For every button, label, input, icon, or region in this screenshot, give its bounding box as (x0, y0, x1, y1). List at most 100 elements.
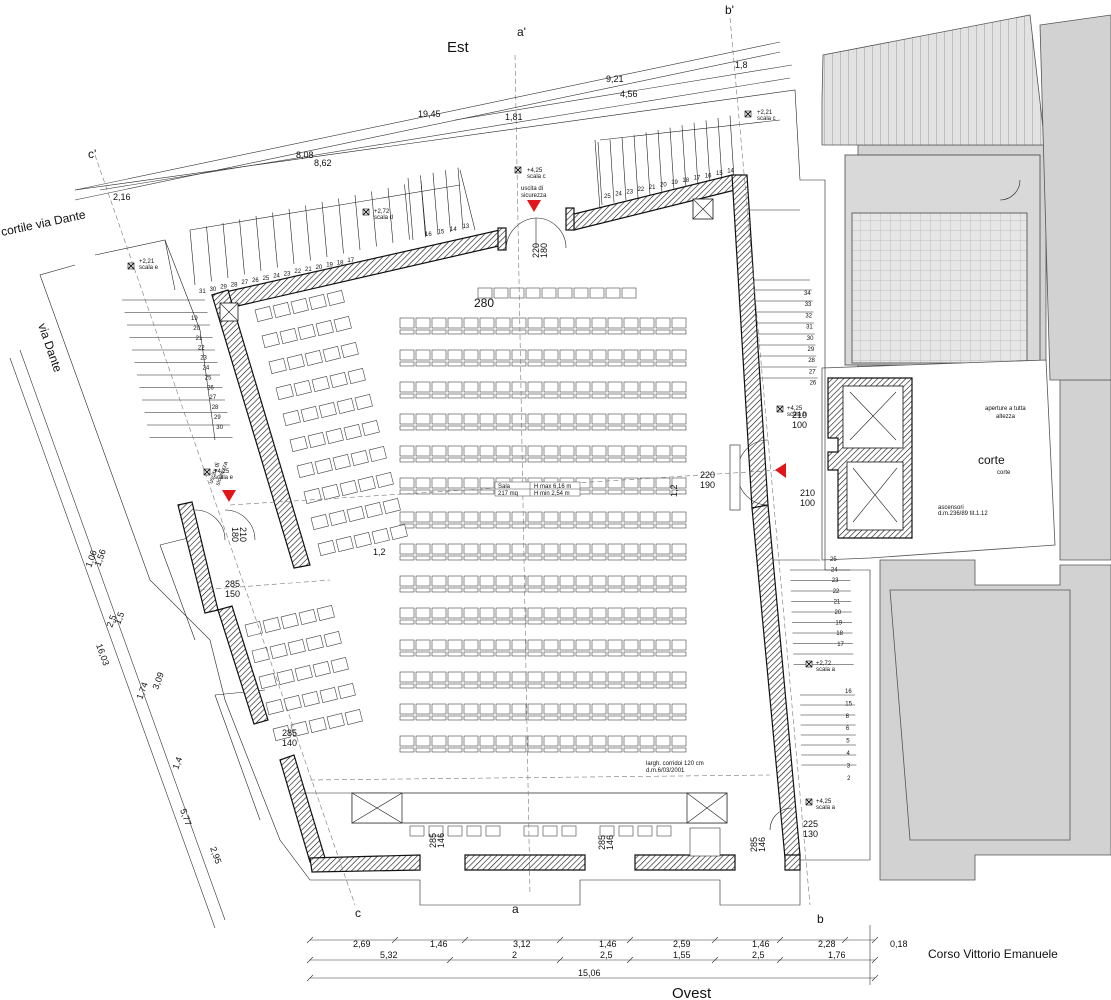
seat (655, 381, 671, 393)
stair-tread (645, 132, 651, 196)
seat (655, 477, 671, 489)
dim-left-5: 16,03 (94, 642, 111, 667)
stair-tread (693, 122, 699, 186)
seat (495, 349, 511, 361)
seat-row-lower-back (399, 683, 687, 689)
seat (463, 511, 479, 523)
seat (575, 413, 591, 425)
seat (399, 543, 415, 555)
seat (671, 317, 687, 329)
orientation-west: Ovest (672, 985, 712, 1000)
seat (575, 639, 591, 651)
seat (447, 825, 463, 837)
seat (655, 457, 671, 463)
seat (527, 425, 543, 431)
step-number: 29 (214, 415, 221, 421)
seat (431, 511, 447, 523)
seat (607, 619, 623, 625)
stair-tread (371, 191, 377, 247)
seat (655, 317, 671, 329)
neighbour-buildings (821, 14, 1111, 881)
seat (599, 825, 615, 837)
stair-tread (420, 175, 426, 238)
seat (447, 349, 463, 361)
seat-row-upper-back (399, 425, 687, 431)
stair-tread (255, 215, 262, 272)
seat (399, 457, 415, 463)
seat (287, 639, 306, 656)
seat (479, 511, 495, 523)
seat (463, 413, 479, 425)
seat (447, 489, 463, 495)
seat (559, 543, 575, 555)
seat (575, 703, 591, 715)
seat (543, 607, 559, 619)
seat (671, 543, 687, 555)
seat-row-lower (399, 575, 687, 587)
seat (543, 413, 559, 425)
seat (639, 361, 655, 367)
seat (305, 635, 324, 652)
door-west-height: 180 (230, 527, 240, 542)
seat (527, 349, 543, 361)
seat (336, 398, 355, 415)
corridors-note-1: largh. corridoi 120 cm (646, 761, 704, 767)
seat (591, 683, 607, 689)
seat (591, 639, 607, 651)
seat (591, 317, 607, 329)
seat (542, 825, 558, 837)
seat (639, 587, 655, 593)
section-a: a (512, 902, 519, 916)
step-number: 27 (241, 280, 248, 286)
seat (314, 458, 333, 475)
seat (428, 825, 444, 837)
stair-d2-treads (407, 167, 464, 241)
seat (607, 639, 623, 651)
seat (637, 825, 653, 837)
step-number: 28 (212, 405, 219, 411)
seat (543, 747, 559, 753)
dim-bottom-r1-4: 1,46 (599, 939, 617, 949)
seat (511, 683, 527, 689)
seat (559, 575, 575, 587)
seat-row-upper-back (399, 361, 687, 367)
stair-tread (404, 184, 410, 240)
seat (447, 683, 463, 689)
seat-row-upper (399, 413, 687, 425)
seat (527, 651, 543, 657)
seat (591, 575, 607, 587)
seat (431, 381, 447, 393)
seat (415, 651, 431, 657)
seat (591, 607, 607, 619)
seat (431, 413, 447, 425)
seat (447, 651, 463, 657)
seat (671, 735, 687, 747)
seat (431, 651, 447, 657)
seat (415, 425, 431, 431)
seat (607, 671, 623, 683)
seat (559, 511, 575, 523)
step-number: 33 (805, 302, 812, 308)
street-corso-vittorio-emanuele: Corso Vittorio Emanuele (928, 947, 1058, 961)
step-number: 24 (831, 568, 838, 574)
seat (623, 735, 639, 747)
seat (304, 350, 323, 367)
seat (543, 511, 559, 523)
seat (431, 587, 447, 593)
stair-e-treads (122, 299, 233, 438)
stair-b-name: scala b (787, 412, 807, 418)
seat (575, 715, 591, 721)
seat (607, 683, 623, 689)
seat (479, 413, 495, 425)
seat (463, 639, 479, 651)
seat (495, 747, 511, 753)
seat (447, 329, 463, 335)
seat (543, 317, 559, 329)
seat (415, 511, 431, 523)
seat (671, 457, 687, 463)
seat (655, 543, 671, 555)
seat (557, 287, 573, 299)
step-number: 21 (196, 336, 203, 342)
seat (575, 619, 591, 625)
step-number: 20 (660, 183, 667, 189)
